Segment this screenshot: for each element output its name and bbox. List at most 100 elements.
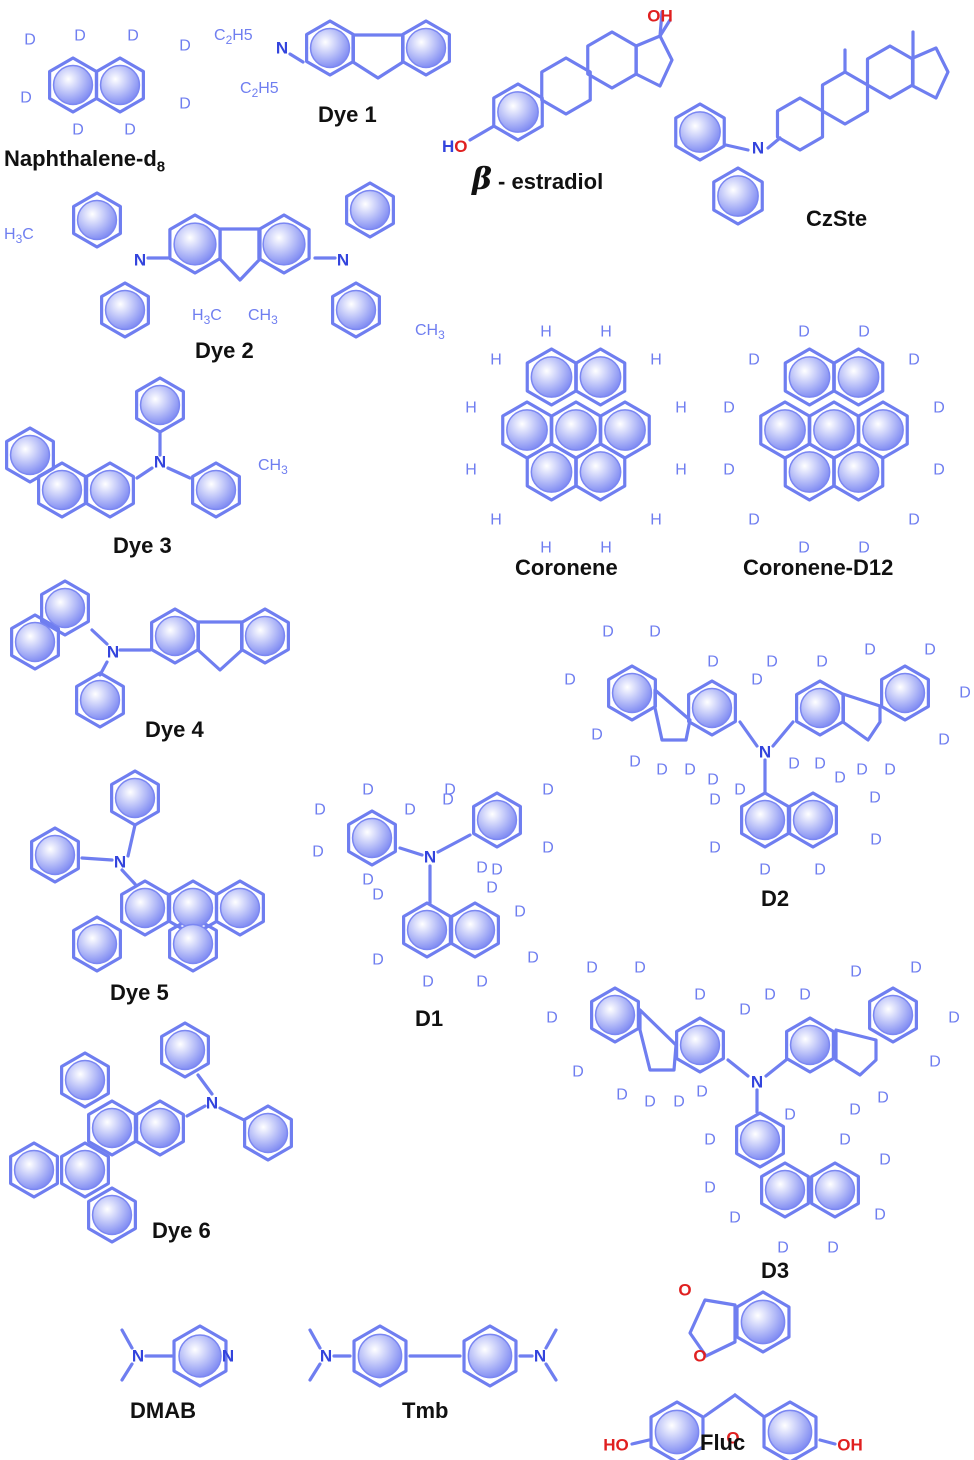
deuterium-atom: D xyxy=(723,400,735,417)
deuterium-atom: D xyxy=(362,782,374,799)
deuterium-atom: D xyxy=(586,960,598,977)
dye4-ring-4-ring-ball xyxy=(154,615,196,657)
d3-ring-1-ring-ball xyxy=(594,994,636,1036)
d3-five-ring-l xyxy=(638,1008,678,1072)
label-dye4: Dye 4 xyxy=(145,717,204,742)
deuterium-atom: D xyxy=(72,122,84,139)
deuterium-atom: D xyxy=(527,950,539,967)
d3-ring-7-ring-ball xyxy=(814,1169,856,1211)
hydrogen-atom: H xyxy=(490,352,502,369)
d1-ring-2-hexagon xyxy=(472,791,522,849)
coronene-d12-ring-ring-ball xyxy=(788,451,831,493)
bond xyxy=(738,720,759,748)
dye4-ring-1-ring-ball xyxy=(44,587,86,629)
deuterium-atom: D xyxy=(908,512,920,529)
methyl-group: CH3 xyxy=(248,307,278,328)
dye6-ring-6-hexagon xyxy=(87,1186,137,1244)
d3-ring-1-hexagon xyxy=(590,986,640,1044)
d2-ring-5-ring-ball xyxy=(744,799,786,841)
tmb-ring-right-ring-ball xyxy=(467,1333,513,1379)
dye5-ring-d-ring-ball xyxy=(76,923,118,965)
czste-carbazole-top-hexagon xyxy=(674,102,726,162)
deuterium-atom: D xyxy=(877,1090,889,1107)
coronene-d12-ring-hexagon xyxy=(832,347,885,407)
dye5-ring-d-hexagon xyxy=(72,915,122,973)
deuterium-atom: D xyxy=(644,1094,656,1111)
dye2-ring-fl-left-ring-ball xyxy=(173,222,217,266)
hydroxyl-group: HO xyxy=(603,1436,629,1455)
d1-ring-3-ring-ball xyxy=(406,909,448,951)
deuterium-atom: D xyxy=(858,540,870,557)
deuterium-atom: D xyxy=(124,122,136,139)
label-dye6: Dye 6 xyxy=(152,1218,211,1243)
dye4-ring-3-hexagon xyxy=(75,671,125,729)
bond xyxy=(733,1393,765,1418)
d3-ring-2-hexagon xyxy=(675,1016,725,1074)
czste-n-bond-2 xyxy=(766,136,782,150)
deuterium-atom: D xyxy=(723,462,735,479)
d2-ring-2-ring-ball xyxy=(691,687,733,729)
deuterium-atom: D xyxy=(404,802,416,819)
deuterium-atom: D xyxy=(542,840,554,857)
deuterium-atom: D xyxy=(372,952,384,969)
deuterium-atom: D xyxy=(799,987,811,1004)
estradiol-ring-a-ring-ball xyxy=(497,91,539,133)
deuterium-atom: D xyxy=(20,90,32,107)
deuterium-atom: D xyxy=(362,872,374,889)
deuterium-atom: D xyxy=(372,887,384,904)
nitrogen-atom: N xyxy=(154,453,166,472)
dye3-ring-1-ring-ball xyxy=(9,434,51,476)
methyl-group: CH3 xyxy=(258,457,288,478)
deuterium-atom: D xyxy=(694,987,706,1004)
naphthalene-left-ring-ball xyxy=(52,64,94,106)
deuterium-atom: D xyxy=(486,880,498,897)
deuterium-atom: D xyxy=(764,987,776,1004)
dye2-ring-tl-ring-ball xyxy=(76,199,118,241)
d1-ring-1-hexagon xyxy=(347,809,397,867)
dye6-ring-right-ring-ball xyxy=(247,1112,289,1154)
d2-five-ring-l xyxy=(653,688,692,742)
deuterium-atom: D xyxy=(788,756,800,773)
deuterium-atom: D xyxy=(856,762,868,779)
fluc-xanthene-left-hexagon xyxy=(649,1400,705,1460)
deuterium-atom: D xyxy=(784,1107,796,1124)
deuterium-atom: D xyxy=(929,1054,941,1071)
lactone-oxygen: O xyxy=(693,1347,706,1366)
bond xyxy=(90,628,109,646)
czste-ring-b xyxy=(820,70,870,126)
hydrogen-atom: H xyxy=(675,462,687,479)
d3-ring-2-ring-ball xyxy=(679,1024,721,1066)
nitrogen-atom: N xyxy=(206,1094,218,1113)
deuterium-atom: D xyxy=(879,1152,891,1169)
aromatic-rings-layer xyxy=(9,27,926,1455)
coronene-d12-ring-ring-ball xyxy=(837,356,880,398)
d1-ring-2-ring-ball xyxy=(476,799,518,841)
bond xyxy=(98,660,109,677)
dye3-ring-right-ring-ball xyxy=(195,469,237,511)
deuterium-atom: D xyxy=(24,32,36,49)
bond xyxy=(166,466,192,480)
deuterium-atom: D xyxy=(816,654,828,671)
dye2-ring-fl-right-ring-ball xyxy=(262,222,306,266)
deuterium-atom: D xyxy=(707,772,719,789)
dye3-ring-1-hexagon xyxy=(5,426,55,484)
deuterium-atom: D xyxy=(850,964,862,981)
czste-carbazole-top-ring-ball xyxy=(679,111,721,153)
hydrogen-atom: H xyxy=(465,400,477,417)
czste-n-bond xyxy=(724,143,750,152)
deuterium-atom: D xyxy=(864,642,876,659)
d2-ring-1-ring-ball xyxy=(611,672,653,714)
deuterium-atom: D xyxy=(542,782,554,799)
dye5-ring-left-hexagon xyxy=(30,826,80,884)
deuterium-atom: D xyxy=(709,840,721,857)
deuterium-atom: D xyxy=(314,802,326,819)
coronene-ring-ring-ball xyxy=(530,356,573,398)
nitrogen-atom: N xyxy=(107,643,119,662)
coronene-ring-ring-ball xyxy=(579,356,622,398)
dye1-n-bond xyxy=(288,52,305,64)
deuterium-atom: D xyxy=(704,1180,716,1197)
nitrogen-atom: N xyxy=(751,1073,763,1092)
deuterium-atom: D xyxy=(959,685,971,702)
deuterium-atom: D xyxy=(751,672,763,689)
d3-ring-7-hexagon xyxy=(810,1161,860,1219)
